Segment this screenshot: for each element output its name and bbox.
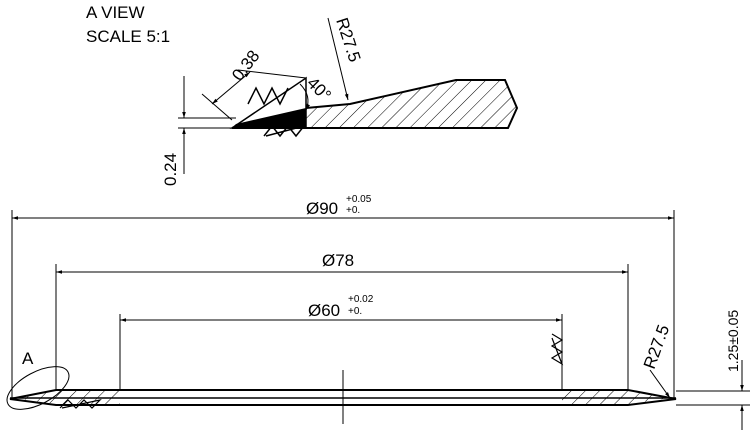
detail-finish-mark-bottom bbox=[263, 124, 307, 138]
finish-mark-bottom bbox=[59, 398, 102, 409]
dim-outer-text: Ø90 bbox=[306, 199, 338, 218]
dim-outer-tol-upper: +0.05 bbox=[346, 194, 372, 205]
detail-thickness-text: 0.24 bbox=[161, 153, 180, 186]
detail-a-label: A bbox=[22, 349, 34, 368]
detail-tip bbox=[232, 108, 306, 128]
detail-view: A VIEW SCALE 5:1 0.38 R27.5 40° 0.24 bbox=[86, 3, 519, 186]
detail-finish-mark-top bbox=[247, 86, 289, 106]
detail-a-ellipse bbox=[6, 366, 70, 410]
dim-outer-tol-lower: +0. bbox=[346, 205, 360, 216]
dim-middle-text: Ø78 bbox=[322, 251, 354, 270]
radius-text: R27.5 bbox=[640, 322, 673, 371]
dim-inner-tol-lower: +0. bbox=[348, 306, 362, 317]
detail-chamfer-ext-line2 bbox=[237, 69, 307, 79]
radius-leader bbox=[649, 369, 671, 399]
detail-chamfer-ext-line1 bbox=[201, 93, 233, 121]
finish-mark-right bbox=[550, 333, 564, 366]
detail-title-line1: A VIEW bbox=[86, 3, 145, 22]
detail-angle-arc bbox=[299, 83, 311, 111]
detail-chamfer-dim-text: 0.38 bbox=[228, 47, 263, 85]
detail-chamfer-dim-line bbox=[211, 71, 251, 105]
main-view: Ø90 +0.05 +0. Ø78 Ø60 +0.02 +0. A R27.5 … bbox=[6, 194, 750, 430]
detail-radius-leader bbox=[327, 17, 349, 101]
dim-inner-tol-upper: +0.02 bbox=[348, 294, 374, 305]
height-text: 1.25±0.05 bbox=[725, 310, 741, 372]
detail-title-line2: SCALE 5:1 bbox=[86, 27, 170, 46]
dim-inner-text: Ø60 bbox=[308, 301, 340, 320]
